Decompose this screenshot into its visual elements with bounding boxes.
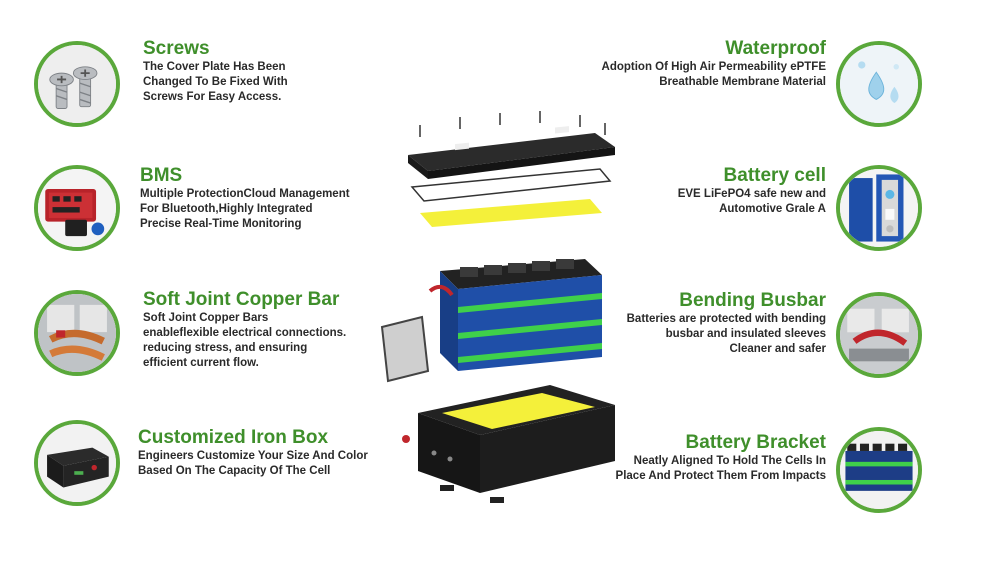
iron-box-icon (34, 420, 120, 506)
exploded-battery-pack (370, 95, 640, 515)
bms-title: BMS (140, 165, 183, 186)
battery-cell-icon (836, 165, 922, 251)
busbar-icon (836, 292, 922, 378)
bracket-desc: Neatly Aligned To Hold The Cells In Plac… (615, 455, 826, 482)
screws-title: Screws (143, 38, 210, 59)
waterproof-title: Waterproof (725, 38, 826, 59)
bracket-title: Battery Bracket (685, 432, 826, 453)
cell-title: Battery cell (723, 165, 826, 186)
ironbox-title: Customized Iron Box (138, 427, 329, 448)
copper-title: Soft Joint Copper Bar (143, 289, 340, 310)
ironbox-desc: Engineers Customize Your Size And Color … (138, 450, 368, 477)
water-drops-icon (836, 41, 922, 127)
bms-desc: Multiple ProtectionCloud Management For … (140, 188, 350, 230)
busbar-desc: Batteries are protected with bending bus… (626, 313, 826, 355)
waterproof-desc: Adoption Of High Air Permeability ePTFE … (601, 61, 826, 88)
cell-desc: EVE LiFePO4 safe new and Automotive Gral… (677, 188, 826, 215)
copper-desc: Soft Joint Copper Bars enableflexible el… (143, 312, 347, 369)
screws-desc: The Cover Plate Has Been Changed To Be F… (143, 61, 288, 103)
battery-bracket-icon (836, 427, 922, 513)
busbar-title: Bending Busbar (679, 290, 826, 311)
copper-bar-icon (34, 290, 120, 376)
screws-icon (34, 41, 120, 127)
cover-screws (419, 111, 606, 137)
bms-board-icon (34, 165, 120, 251)
